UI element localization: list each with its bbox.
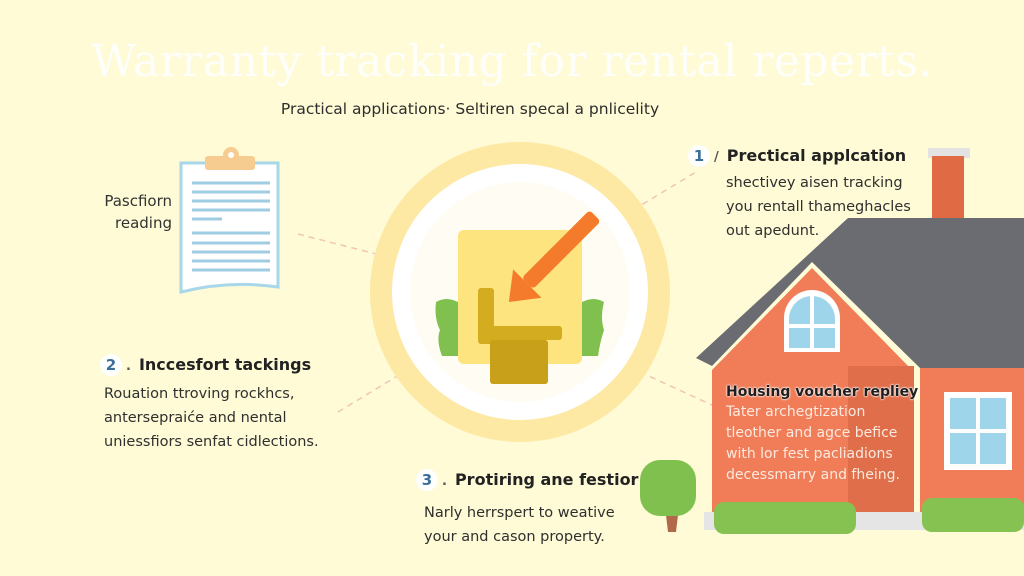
section-2-body-line: uniessfiors senfat cidlections. [104,434,319,450]
house-callout-line: decessmarry and fheing. [726,467,900,483]
house-icon [696,148,1024,534]
section-2-body-line: Rouation ttroving rockhcs, [104,386,295,402]
page-subtitle: Practical applications· Seltiren specal … [280,100,660,118]
section-3-number-badge: 3 [416,469,438,491]
section-2-heading: 2. Inccesfort tackings [100,354,319,376]
section-1: 1 / Prectical applcation shectivey aisen t… [688,145,911,243]
house-callout: Housing voucher repliey Tater archegtiza… [726,384,918,486]
section-1-heading: 1 / Prectical applcation [688,145,911,167]
section-2-title: Inccesfort tackings [138,355,312,374]
section-3-title: Protiring ane festior [454,470,639,489]
section-2-body: Rouation ttroving rockhcs, antersepraić… [104,382,319,454]
clipboard-label-line1: Pascfiorn [104,192,172,210]
clipboard-icon [179,147,280,294]
connector-lines [297,171,715,413]
house-callout-body: Tater archegtization tleother and agce b… [726,402,918,486]
house-callout-line: tleother and agce befice [726,425,898,441]
section-2-number-badge: 2 [100,354,122,376]
section-3-body-line: Narly herrspert to weative [424,505,615,521]
section-3-heading: 3. Protiring ane festior [416,469,638,491]
page-title: Warranty tracking for rental reperts. [91,36,933,87]
section-1-body-line: you rentall thameghacles [726,199,911,215]
square-window [944,392,1012,470]
section-1-body: shectivey aisen tracking you rentall tha… [726,171,911,243]
section-1-title: Prectical applcation [726,146,907,165]
house-callout-title: Housing voucher repliey [726,384,919,400]
section-1-number-badge: 1 [688,145,710,167]
section-2-body-line: antersepraiće and nental [104,410,287,426]
clipboard-label-line2: reading [115,214,172,232]
arched-window [784,290,840,352]
clipboard-label: Pascfiorn reading [96,190,172,234]
section-3-separator: . [442,474,447,489]
tree-icon [640,460,696,532]
section-3-body-line: your and cason property. [424,529,605,545]
house-callout-line: Tater archegtization [726,404,866,420]
section-2-separator: . [126,359,131,374]
section-3-body: Narly herrspert to weative your and caso… [424,501,638,549]
section-1-body-line: out apedunt. [726,223,820,239]
section-1-separator: / [714,150,719,165]
section-1-body-line: shectivey aisen tracking [726,175,903,191]
house-callout-line: with lor fest pacliadions [726,446,893,462]
section-2: 2. Inccesfort tackings Rouation ttroving … [100,354,319,454]
section-3: 3. Protiring ane festior Narly herrspert … [416,469,638,549]
center-badge-icon [370,142,670,442]
